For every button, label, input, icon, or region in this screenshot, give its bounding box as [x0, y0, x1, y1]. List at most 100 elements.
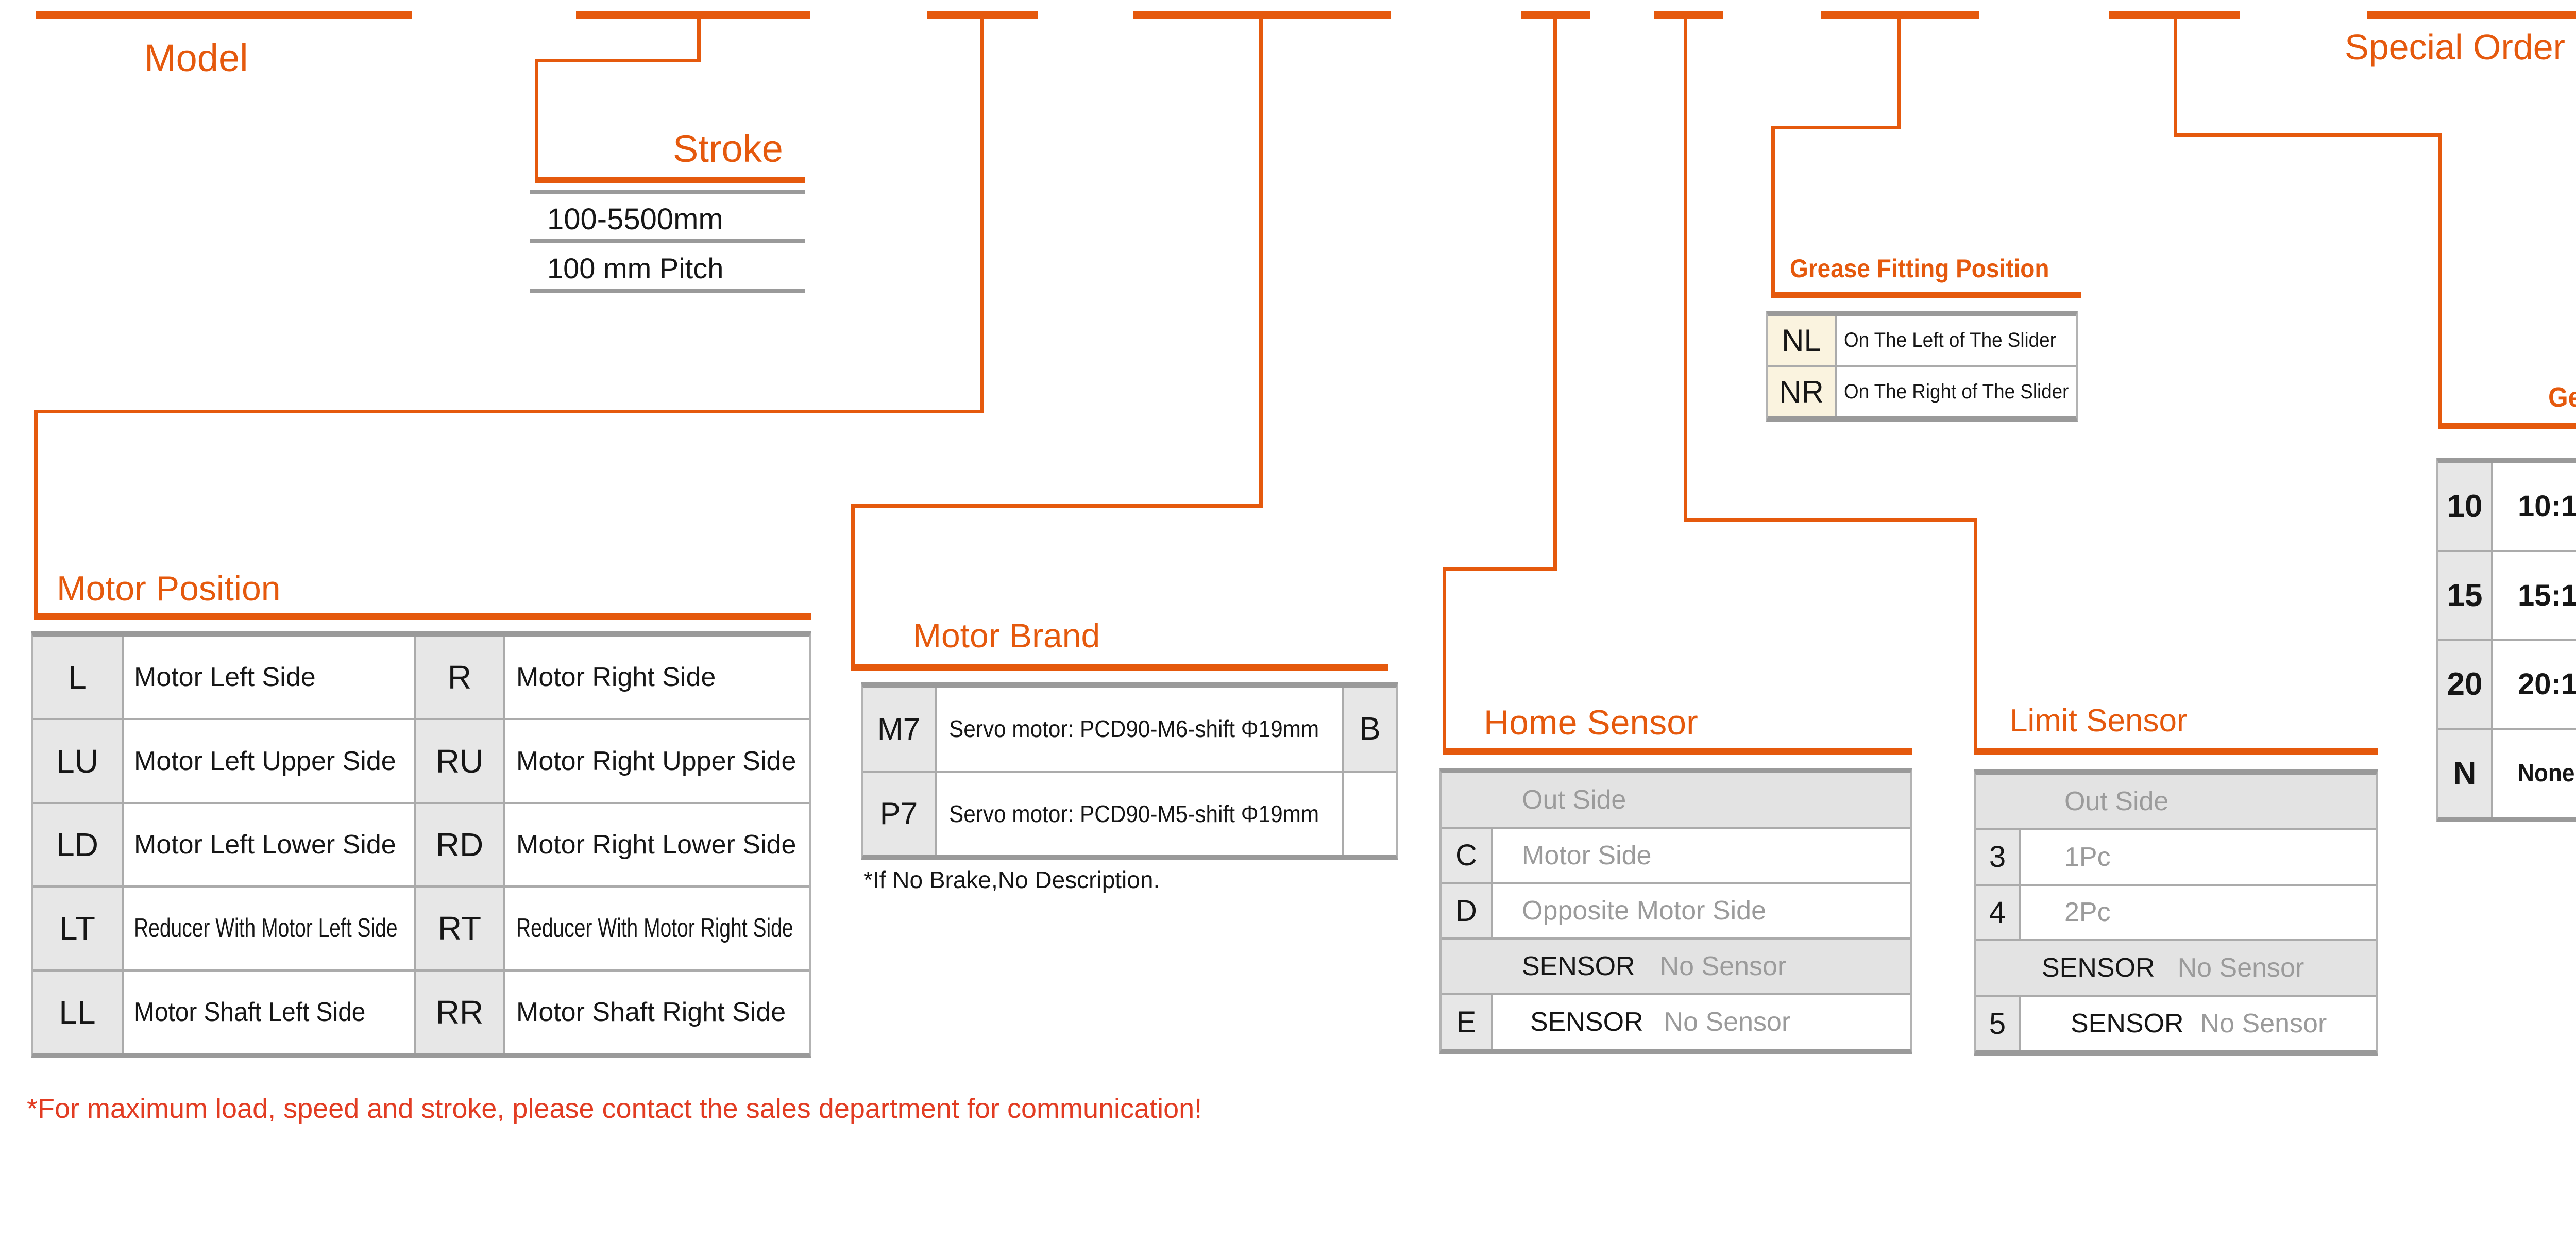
heading-underline-motor-position: [34, 613, 811, 620]
connector-line: [1684, 518, 1977, 522]
code-cell: NR: [1768, 367, 1837, 416]
desc-cell: 15:1: [2493, 551, 2576, 639]
desc-cell: Motor Shaft Left Side: [124, 971, 414, 1053]
code-label: 15: [2447, 577, 2483, 613]
code-label: RR: [435, 993, 484, 1031]
code-label: L: [68, 659, 87, 696]
desc-label: Motor Right Upper Side: [516, 746, 796, 776]
table-row: LL Motor Shaft Left Side RR Motor Shaft …: [33, 969, 809, 1053]
desc-label: Motor Right Side: [516, 662, 716, 693]
motor-position-table: L Motor Left Side R Motor Right Side LU …: [31, 631, 811, 1058]
code-label: R: [447, 659, 472, 696]
table-row: C Motor Side: [1442, 826, 1910, 882]
desc-label: 2Pc: [2064, 897, 2111, 928]
heading-grease-label: Grease Fitting Position: [1790, 254, 2049, 283]
code-label: LU: [56, 742, 98, 780]
code-cell: L: [33, 637, 124, 718]
desc-label: Servo motor: PCD90-M6-shift Φ19mm: [949, 715, 1319, 743]
stroke-divider: [530, 289, 805, 293]
desc-cell: Motor Left Upper Side: [124, 720, 414, 802]
code-cell: LL: [33, 971, 124, 1053]
stroke-range-value: 100-5500mm: [547, 203, 723, 236]
connector-line: [1553, 15, 1557, 571]
table-row: Out Side: [1442, 773, 1910, 827]
connector-line: [535, 59, 538, 178]
desc-label: Opposite Motor Side: [1522, 896, 1767, 926]
heading-underline-stroke: [535, 177, 805, 183]
desc-cell: SENSOR No Sensor: [1442, 940, 1910, 994]
code-cell: P7: [863, 772, 937, 855]
sensor-label: SENSOR: [2042, 953, 2155, 983]
stroke-pitch-value: 100 mm Pitch: [547, 252, 724, 284]
home-sensor-table: Out Side C Motor Side D Opposite Motor S…: [1439, 768, 1912, 1054]
code-label: LT: [59, 910, 95, 947]
connector-line: [535, 59, 701, 62]
desc-cell: Servo motor: PCD90-M6-shift Φ19mm: [937, 688, 1342, 771]
code-label: 10: [2447, 488, 2483, 524]
motor-brand-table: M7 Servo motor: PCD90-M6-shift Φ19mm B P…: [861, 682, 1398, 860]
code-cell: 15: [2438, 551, 2493, 639]
stroke-divider: [530, 190, 805, 194]
code-label: LL: [59, 993, 96, 1031]
table-row: N None Gearbox Type: [2438, 728, 2576, 817]
table-row: E SENSOR No Sensor: [1442, 993, 1910, 1049]
table-row: 3 1Pc: [1976, 828, 2376, 884]
table-row: P7 Servo motor: PCD90-M5-shift Φ19mm: [863, 770, 1396, 855]
code-cell: R: [414, 637, 505, 718]
heading-motor-brand: Motor Brand: [913, 616, 1100, 655]
connector-line: [1771, 126, 1901, 129]
connector-line: [2438, 133, 2442, 427]
desc-cell: SENSOR No Sensor: [1976, 941, 2376, 995]
desc-cell: Opposite Motor Side: [1493, 884, 1910, 938]
heading-limit-sensor: Limit Sensor: [2010, 703, 2188, 739]
table-row: 20 20:1: [2438, 639, 2576, 728]
desc-cell: Motor Right Lower Side: [505, 803, 809, 886]
code-bar-special-order: [2367, 11, 2576, 19]
code-cell: 20: [2438, 641, 2493, 728]
code-cell: 4: [1976, 885, 2021, 940]
code-cell: LD: [33, 803, 124, 886]
code-label: C: [1455, 839, 1477, 873]
connector-line: [851, 504, 1263, 508]
heading-special-order: Special Order No.: [2345, 27, 2576, 67]
desc-label: Servo motor: PCD90-M5-shift Φ19mm: [949, 800, 1319, 827]
code-cell: LU: [33, 720, 124, 802]
table-row: Out Side: [1976, 775, 2376, 828]
desc-label: 20:1: [2518, 667, 2576, 701]
code-cell: LT: [33, 888, 124, 969]
code-label: 20: [2447, 666, 2483, 702]
desc-label: 1Pc: [2064, 842, 2111, 872]
table-row: L Motor Left Side R Motor Right Side: [33, 637, 809, 718]
table-row: LD Motor Left Lower Side RD Motor Right …: [33, 801, 809, 886]
code-label: RD: [435, 826, 484, 864]
desc-label: Out Side: [2064, 786, 2169, 816]
heading-model: Model: [144, 37, 248, 79]
desc-label: On The Left of The Slider: [1844, 329, 2056, 352]
desc-label: Motor Left Side: [134, 662, 316, 693]
brake-option-label: B: [1359, 711, 1381, 747]
code-cell: RD: [414, 803, 505, 886]
no-sensor-label: No Sensor: [2177, 953, 2304, 983]
heading-underline-limit-sensor: [1974, 748, 2378, 755]
desc-label: Reducer With Motor Right Side: [516, 913, 793, 944]
limit-sensor-table: Out Side 3 1Pc 4 2Pc SENSOR No Sensor 5 …: [1974, 769, 2378, 1056]
desc-label: Motor Left Lower Side: [134, 830, 396, 860]
sensor-label: SENSOR: [2071, 1009, 2184, 1039]
code-bar-model: [36, 11, 412, 19]
desc-label: Motor Left Upper Side: [134, 746, 396, 776]
heading-stroke: Stroke: [673, 127, 783, 170]
desc-label: Reducer With Motor Left Side: [134, 913, 398, 944]
desc-cell: Reducer With Motor Right Side: [505, 888, 809, 969]
heading-underline-home-sensor: [1443, 748, 1912, 755]
code-label: 5: [1989, 1007, 2006, 1041]
desc-label: 10:1: [2518, 489, 2576, 523]
code-cell: RU: [414, 720, 505, 802]
gearbox-ratio-table: 10 10:1 15 15:1 20 20:1 N None Gearbox T…: [2436, 458, 2576, 822]
desc-cell: 1Pc: [2021, 830, 2376, 884]
stroke-divider: [530, 239, 805, 243]
heading-grease: Grease Fitting Position: [1790, 256, 2072, 281]
code-cell: M7: [863, 688, 937, 771]
code-cell: 10: [2438, 463, 2493, 550]
code-label: LD: [56, 826, 98, 864]
connector-line: [1443, 567, 1446, 751]
